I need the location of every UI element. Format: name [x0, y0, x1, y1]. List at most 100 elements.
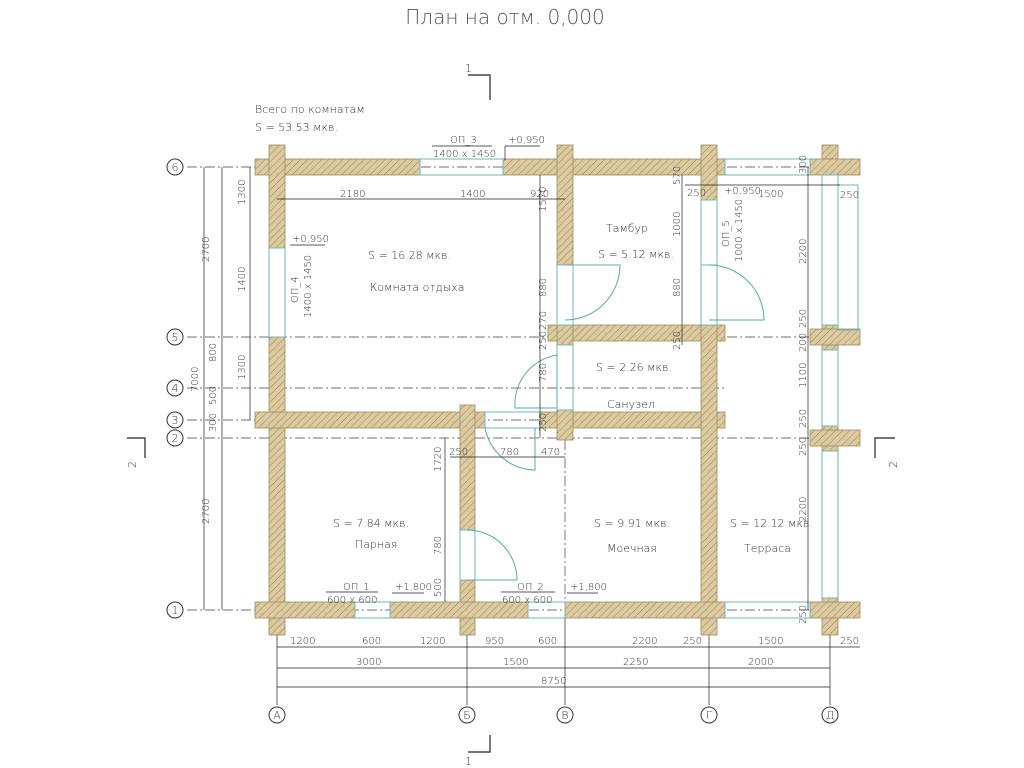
row-axis-bubble	[166, 429, 184, 447]
opening-level: +0,950	[508, 135, 545, 146]
dimension-label: 200	[798, 333, 809, 352]
opening-mark: ОП_4	[290, 276, 301, 303]
summary-area: S = 53.53 мкв.	[255, 121, 338, 134]
dimension-label: 570	[672, 166, 683, 185]
section-marks: 1 1 2 2	[126, 62, 900, 768]
opening-mark: ОП_5	[721, 220, 732, 247]
column-axis-label: Г	[706, 709, 713, 722]
dimension-label: 780	[538, 363, 549, 382]
windows	[268, 158, 859, 619]
row-axis-bubble	[166, 379, 184, 397]
room-name: Санузел	[607, 398, 655, 411]
dimension-label: 1500	[503, 657, 528, 668]
room-area: S = 2.26 мкв.	[596, 361, 672, 374]
dimension-label: 250	[798, 605, 809, 624]
dimension-label: 880	[672, 278, 683, 297]
dimension-label: 250	[449, 447, 468, 458]
dimension-label: 1000	[672, 212, 683, 237]
dimension-label: 1200	[420, 636, 445, 647]
dimension-label: 300	[798, 155, 809, 174]
opening-mark: ОП_3	[450, 135, 477, 146]
row-axis-bubble	[166, 158, 184, 176]
opening-size: 1400 x 1450	[433, 149, 496, 160]
plan-title: План на отм. 0,000	[405, 5, 604, 29]
dimension-label: 270	[538, 311, 549, 330]
section-mark-label: 1	[465, 62, 472, 75]
section-mark-label: 1	[465, 755, 472, 768]
dimension-label: 880	[538, 278, 549, 297]
dimension-label: 2180	[340, 189, 365, 200]
dimension-label: 2200	[798, 239, 809, 264]
dimension-label: 250	[798, 409, 809, 428]
column-axis-label: Б	[463, 709, 471, 722]
column-axis-bubble	[700, 706, 718, 724]
column-axis-label: А	[273, 709, 281, 722]
dimension-label: 1400	[460, 189, 485, 200]
dimension-label: 2200	[798, 497, 809, 522]
dimension-label: 2700	[201, 237, 212, 262]
dimension-label: 250	[672, 331, 683, 350]
dimension-label: 2250	[623, 657, 648, 668]
dimension-label: 1300	[237, 355, 248, 380]
dimension-label: 1570	[538, 187, 549, 212]
room-name: Терраса	[744, 542, 791, 555]
dimension-label: 600	[362, 636, 381, 647]
dimension-label: 800	[208, 343, 219, 362]
summary-label: Всего по комнатам	[255, 103, 365, 116]
section-mark-label: 2	[126, 461, 139, 468]
section-mark-label: 2	[887, 461, 900, 468]
room-name: Моечная	[607, 542, 657, 555]
dimension-label: 250	[798, 309, 809, 328]
dimension-label: 7000	[190, 367, 201, 392]
opening-level: +0,950	[724, 186, 761, 197]
opening-size: 1000 x 1450	[734, 199, 745, 262]
room-area: S = 5.12 мкв.	[598, 248, 674, 261]
room-name: Комната отдыха	[370, 281, 465, 294]
dimension-label: 3000	[356, 657, 381, 668]
row-axis-label: 4	[172, 382, 179, 395]
room-name: Тамбур	[606, 222, 648, 235]
grid-axes	[187, 166, 860, 705]
dimension-label: 470	[541, 447, 560, 458]
opening-level: +1,800	[570, 582, 607, 593]
dimension-label: 1500	[758, 636, 783, 647]
dimension-label: 2000	[748, 657, 773, 668]
column-axis-bubble	[821, 706, 839, 724]
dimension-label: 780	[433, 536, 444, 555]
column-axis-bubble	[556, 706, 574, 724]
dimension-label: 500	[433, 578, 444, 597]
opening-size: 1400 x 1450	[303, 255, 314, 318]
dimension-label: 250	[840, 190, 859, 201]
dimension-label: 1200	[290, 636, 315, 647]
dimension-label: 600	[538, 636, 557, 647]
dimension-label: 8750	[541, 676, 566, 687]
column-axis-label: Д	[826, 709, 835, 722]
room-area: S = 16.28 мкв.	[368, 249, 451, 262]
row-axis-label: 5	[172, 331, 179, 344]
room-name: Парная	[355, 538, 397, 551]
opening-level: +1,800	[395, 582, 432, 593]
opening-mark: ОП_2	[517, 582, 544, 593]
opening-size: 600 x 600	[327, 595, 377, 606]
column-axis-bubble	[458, 706, 476, 724]
row-axis-bubble	[166, 601, 184, 619]
opening-mark: ОП_1	[343, 582, 370, 593]
dimension-label: 250	[687, 188, 706, 199]
dimension-label: 1500	[758, 189, 783, 200]
room-area: S = 7.84 мкв.	[333, 517, 409, 530]
opening-labels: ОП_3 1400 x 1450 +0,950 ОП_4 1400 x 1450…	[290, 135, 761, 606]
dimension-label: 250	[840, 636, 859, 647]
row-axis-label: 2	[172, 432, 179, 445]
dimension-label: 1720	[433, 447, 444, 472]
dimension-label: 1100	[798, 363, 809, 388]
room-area: S = 12.12 мкв.	[730, 517, 813, 530]
dimension-label: 250	[538, 413, 549, 432]
dimension-label: 2700	[201, 499, 212, 524]
opening-size: 600 x 600	[502, 595, 552, 606]
dimension-lines	[203, 167, 860, 688]
dimension-label: 500	[208, 386, 219, 405]
dimension-label: 250	[798, 437, 809, 456]
